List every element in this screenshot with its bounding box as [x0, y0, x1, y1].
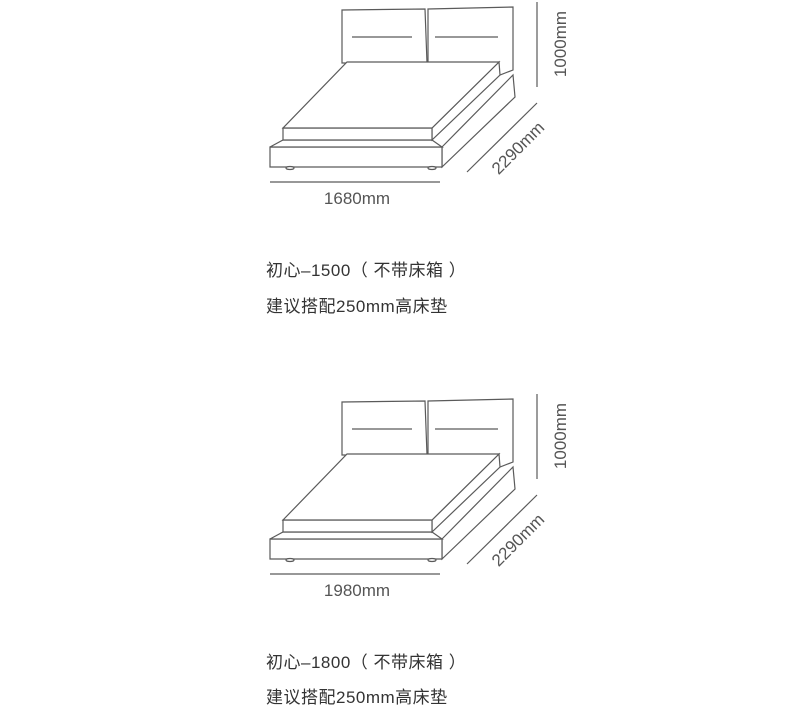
mattress-note: 建议搭配250mm高床垫 — [266, 297, 448, 316]
length-dimension: 2290mm — [488, 118, 548, 178]
product-title: 初心–1500（ 不带床箱 ） — [266, 261, 467, 280]
length-dimension: 2290mm — [488, 510, 548, 570]
bed-drawing-1800: 1980mm 1000mm 2290mm — [269, 394, 570, 600]
bed-drawing-1500: 1680mm 1000mm 2290mm — [269, 2, 570, 208]
height-dimension: 1000mm — [551, 403, 570, 469]
width-dimension: 1980mm — [324, 581, 390, 600]
product-title: 初心–1800（ 不带床箱 ） — [266, 653, 467, 672]
height-dimension: 1000mm — [551, 11, 570, 77]
headboard-left — [341, 8, 428, 64]
bed-base-front — [269, 146, 443, 168]
mattress-note: 建议搭配250mm高床垫 — [266, 688, 448, 707]
mattress-front — [282, 127, 433, 141]
width-dimension: 1680mm — [324, 189, 390, 208]
headboard-right — [427, 6, 514, 76]
mattress-top — [281, 61, 501, 129]
